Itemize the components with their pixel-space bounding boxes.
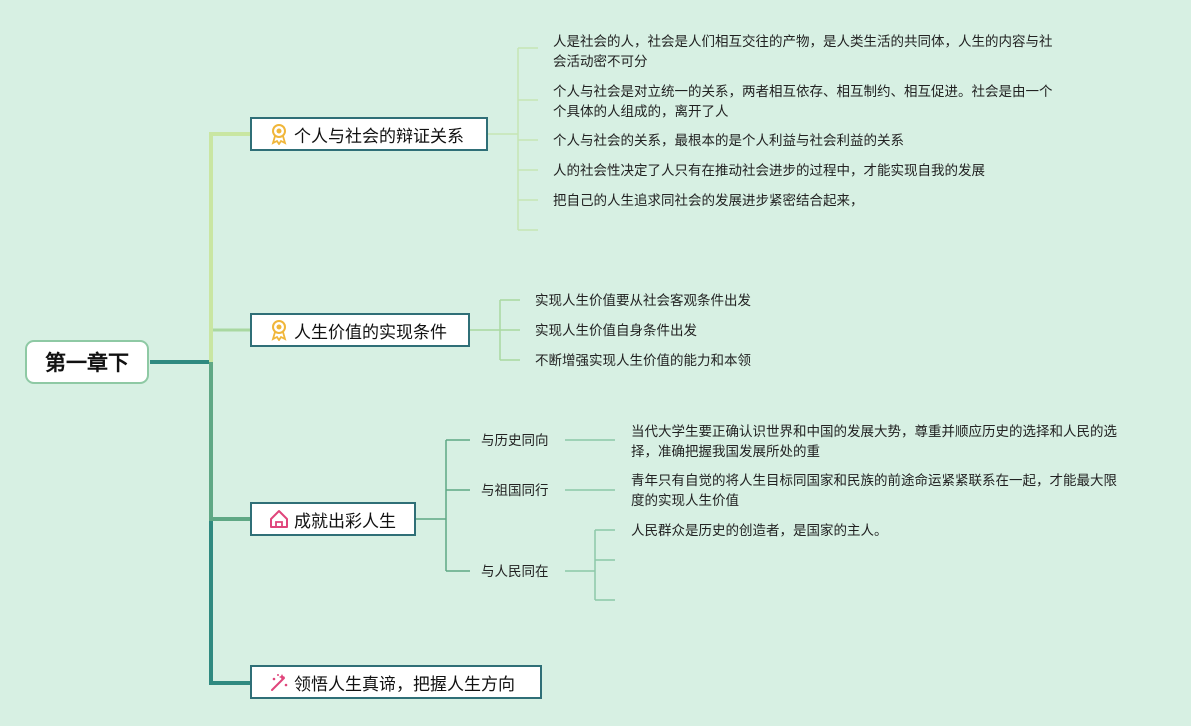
topic-label: 人生价值的实现条件 (294, 322, 447, 343)
topic-life-truth[interactable]: 领悟人生真谛，把握人生方向 (250, 665, 542, 699)
leaf-item: 实现人生价值要从社会客观条件出发 (535, 293, 751, 309)
leaf-item: 当代大学生要正确认识世界和中国的发展大势，尊重并顺应历史的选择和人民的选择，准确… (631, 424, 1117, 460)
topic1-leaf-connectors (488, 47, 538, 231)
leaf-item: 把自己的人生追求同社会的发展进步紧密结合起来， (553, 193, 864, 209)
leaf-item: 人民群众是历史的创造者，是国家的主人。 (631, 523, 888, 539)
topic-label: 领悟人生真谛，把握人生方向 (294, 674, 515, 695)
leaf-item: 实现人生价值自身条件出发 (535, 323, 697, 339)
leaf-item: 人是社会的人，社会是人们相互交往的产物，是人类生活的共同体，人生的内容与社会活动… (553, 34, 1053, 70)
topic-label: 个人与社会的辩证关系 (294, 126, 464, 147)
topic2-leaf-connectors (470, 299, 520, 361)
topic3-sub-connectors (416, 439, 470, 572)
branch-connector-3 (209, 362, 250, 521)
leaf-item: 青年只有自觉的将人生目标同国家和民族的前途命运紧紧联系在一起，才能最大限度的实现… (631, 473, 1117, 509)
root-node[interactable]: 第一章下 (25, 340, 149, 384)
award-icon (268, 319, 290, 342)
sub-topic-motherland[interactable]: 与祖国同行 (481, 483, 549, 499)
branch-connector-1 (209, 132, 250, 362)
sub-topic-people[interactable]: 与人民同在 (481, 564, 549, 580)
root-label: 第一章下 (45, 351, 129, 375)
leaf-item: 不断增强实现人生价值的能力和本领 (535, 353, 751, 369)
leaf-item: 个人与社会是对立统一的关系，两者相互依存、相互制约、相互促进。社会是由一个个具体… (553, 84, 1053, 120)
topic3-leaf-connectors (565, 439, 615, 601)
topic-life-value-conditions[interactable]: 人生价值的实现条件 (250, 313, 470, 347)
home-icon (268, 508, 290, 530)
topic-individual-society[interactable]: 个人与社会的辩证关系 (250, 117, 488, 151)
award-icon (268, 123, 290, 146)
branch-connector-2 (209, 328, 250, 362)
topic-brilliant-life[interactable]: 成就出彩人生 (250, 502, 416, 536)
sparkle-icon (268, 671, 290, 693)
leaf-item: 个人与社会的关系，最根本的是个人利益与社会利益的关系 (553, 133, 904, 149)
leaf-item: 人的社会性决定了人只有在推动社会进步的过程中，才能实现自我的发展 (553, 163, 985, 179)
branch-connector-4 (209, 362, 250, 685)
sub-topic-history[interactable]: 与历史同向 (481, 433, 549, 449)
topic-label: 成就出彩人生 (294, 511, 396, 532)
